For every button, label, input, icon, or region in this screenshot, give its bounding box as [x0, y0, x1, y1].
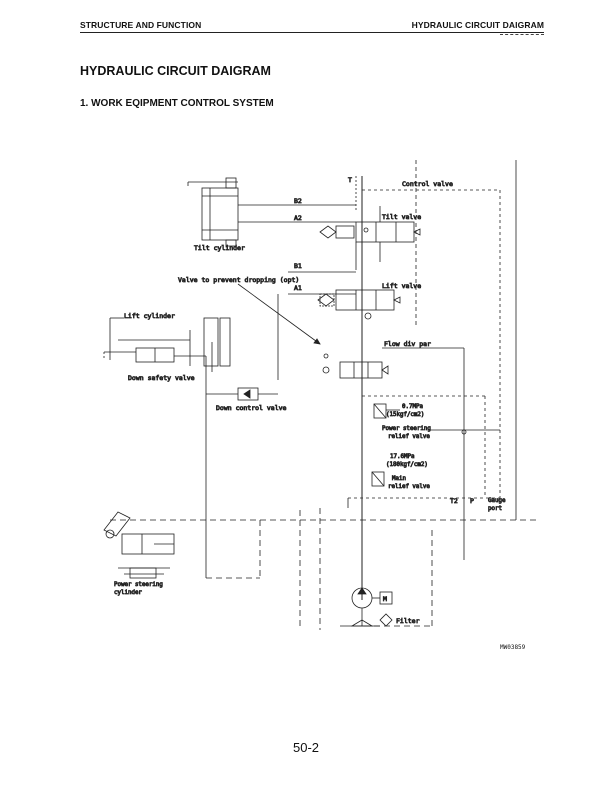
down-control-valve: [206, 387, 278, 401]
figure-code: MW03859: [500, 644, 526, 651]
lift-valve: [317, 289, 401, 320]
flow-divider-label: Flow div par: [384, 340, 431, 348]
ps-relief-label: Power steering: [382, 426, 431, 432]
power-steering-relief-valve: [373, 403, 400, 419]
main-relief-label: Main: [392, 476, 406, 482]
main-relief-label2: relief valve: [388, 484, 430, 490]
header-chapter-title: HYDRAULIC CIRCUIT DAIGRAM: [411, 20, 544, 30]
port-t-label: T: [348, 176, 352, 184]
gauge-port-label2: port: [488, 506, 502, 512]
tilt-cylinder-label: Tilt cylinder: [194, 244, 245, 252]
port-p-label: P: [470, 497, 474, 505]
control-valve-label: Control valve: [402, 180, 453, 188]
main-relief-valve: [371, 471, 385, 487]
down-control-valve-label: Down control valve: [216, 404, 287, 412]
ps-cylinder-label: Power steering: [114, 582, 163, 588]
power-steering-cylinder: [103, 511, 175, 579]
main-relief-pressure: 17.6MPa: [390, 454, 414, 460]
filter-label: Filter: [396, 617, 420, 625]
tilt-valve: [319, 206, 421, 270]
gauge-port-label: Gauge: [488, 498, 506, 504]
page-title: HYDRAULIC CIRCUIT DAIGRAM: [80, 64, 271, 78]
port-a1-label: A1: [294, 284, 302, 292]
main-relief-pressure2: (180kgf/cm2): [386, 462, 428, 468]
control-valve-envelope: [361, 189, 501, 498]
port-b1-label: B1: [294, 262, 302, 270]
port-b2-label: B2: [294, 197, 302, 205]
down-safety-valve: [103, 347, 206, 363]
ps-relief-pressure2: (15kgf/cm2): [386, 412, 424, 418]
port-a2-label: A2: [294, 214, 302, 222]
header-section-title: STRUCTURE AND FUNCTION: [80, 20, 202, 30]
filter: [340, 608, 393, 627]
lift-valve-label: Lift valve: [382, 282, 421, 290]
section-heading: 1. WORK EQIPMENT CONTROL SYSTEM: [80, 98, 274, 109]
header-rule-tail: [500, 34, 544, 35]
ps-cylinder-label2: cylinder: [114, 590, 142, 596]
header-rule: [80, 32, 544, 33]
port-t2-label: T2: [450, 497, 458, 505]
down-safety-valve-label: Down safety valve: [128, 374, 195, 382]
lift-cylinder: [109, 317, 231, 367]
motor-label: M: [383, 595, 387, 603]
flow-divider: [322, 347, 465, 560]
ps-relief-pressure: 0.7MPa: [402, 404, 423, 410]
tilt-valve-label: Tilt valve: [382, 213, 421, 221]
lift-cylinder-label: Lift cylinder: [124, 312, 175, 320]
page-number: 50-2: [292, 740, 320, 755]
ps-relief-label2: relief valve: [388, 434, 430, 440]
boundary-lines: [110, 508, 536, 630]
tilt-cylinder: [187, 177, 356, 247]
valve-prevent-dropping-label: Valve to prevent dropping (opt): [178, 276, 299, 284]
